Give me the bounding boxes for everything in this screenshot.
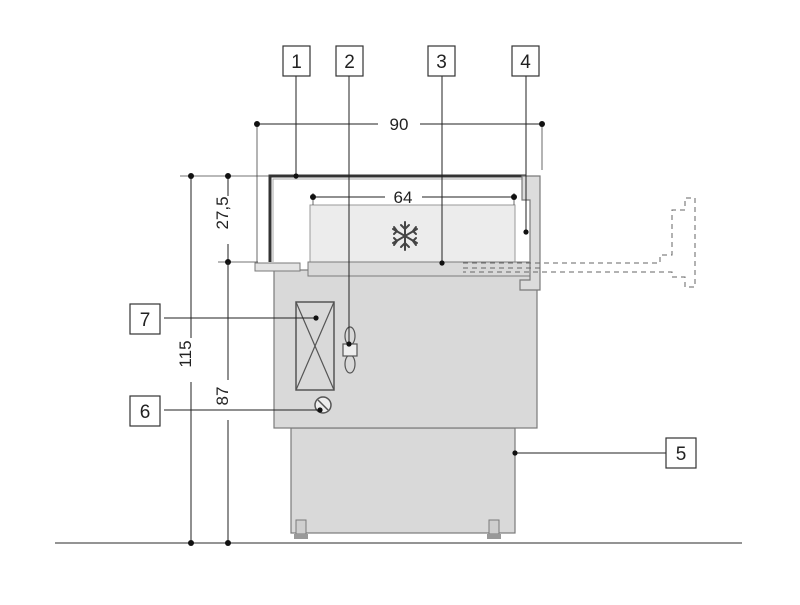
svg-text:6: 6 [140,402,151,423]
dimension-label-115: 115 [176,340,195,367]
control-knob-indicator [317,399,329,411]
svg-text:4: 4 [520,52,531,73]
foot-pad-left [294,534,308,539]
well-bottom [307,261,537,277]
callout-4: 4 [511,45,540,77]
svg-text:7: 7 [140,310,151,331]
callout-leaders [164,76,666,454]
dimension-inner-depth: 64 [310,188,517,207]
vent-grille [295,301,335,391]
svg-text:1: 1 [291,52,302,73]
callout-6: 6 [129,395,161,427]
foot-right [488,519,500,535]
callout-2: 2 [335,45,364,77]
foot-left [295,519,307,535]
optional-shelf-dashed [463,197,696,288]
dimension-label-27-5: 27,5 [213,196,232,229]
foot-pad-right [487,534,501,539]
dimension-label-90: 90 [390,115,409,134]
dimension-total-height: 115 [176,173,270,546]
dimension-display-height: 27,5 [213,173,258,265]
callout-5: 5 [665,437,697,469]
svg-text:3: 3 [436,52,447,73]
vent-grille-x2 [295,301,335,391]
glass-canopy-inner [272,178,522,262]
dimension-label-87: 87 [213,387,232,406]
rear-panel [519,175,541,291]
snowflake-icon [392,221,418,251]
svg-text:2: 2 [344,52,355,73]
svg-text:5: 5 [676,444,687,465]
callout-dots [293,173,529,456]
callout-1: 1 [282,45,311,77]
dimension-overall-depth: 90 [254,115,545,262]
callout-7: 7 [129,303,161,335]
base-cabinet [290,427,516,534]
callout-3: 3 [427,45,456,77]
dimension-label-64: 64 [394,188,413,207]
dimension-counter-height: 87 [213,262,232,546]
front-ledge [254,262,301,272]
display-well [309,204,516,266]
